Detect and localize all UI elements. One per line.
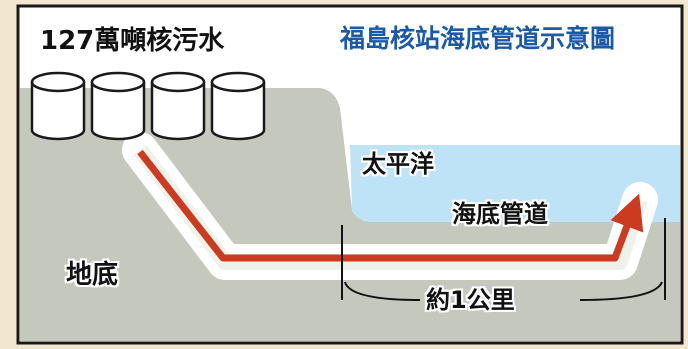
pacific-ocean [350,145,680,222]
pipe-flow-arrow [137,149,644,262]
tanks-label: 127萬噸核污水 [40,26,225,56]
storage-tank-icon [30,71,266,141]
distance-arc-right [579,281,663,301]
underground-label: 地底 [66,260,119,290]
distance-label: 約1公里 [426,286,515,314]
ocean-label: 太平洋 [362,150,434,178]
pipeline-label: 海底管道 [452,200,548,228]
diagram-title: 福島核站海底管道示意圖 [340,24,616,53]
distance-arc-left [344,281,421,301]
